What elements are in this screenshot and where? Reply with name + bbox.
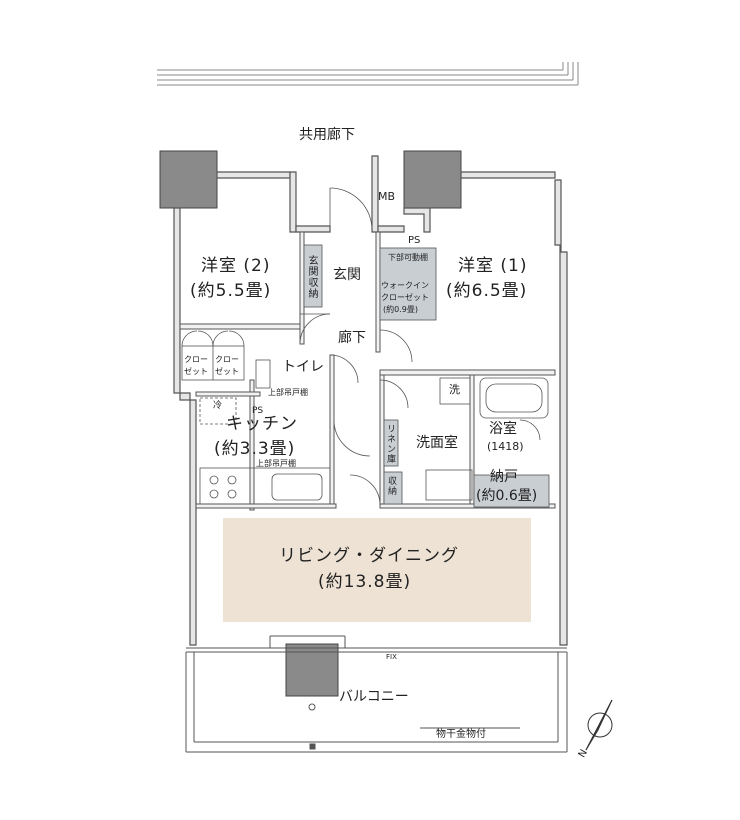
kitchen-counter [199,467,331,505]
roof-edge-lines [157,62,579,86]
door-swings [299,187,541,506]
kitchen-name: キッチン [226,414,298,434]
column-top-right [403,150,462,209]
storage-areas [303,244,550,508]
entrance-storage-area [303,244,323,308]
small-storage-area [383,471,403,505]
fridge-box [199,397,237,425]
mb-label: MB [378,190,396,203]
room1-name: 洋室 (1) [458,256,528,276]
walkin-label-1: ウォークイン [381,281,429,290]
nando-area [473,474,550,508]
washroom-label: 洗面室 [416,435,458,451]
toilet-label: トイレ [282,359,324,375]
window-line [186,635,567,653]
column-balcony [285,643,339,697]
washer-box [439,377,471,405]
walkin-size-label: (約0.9畳) [383,305,418,314]
room2-size: (約5.5畳) [190,281,272,301]
sink [271,473,323,501]
dryer-label: 物干金物付 [436,729,486,740]
outer-walls [173,155,568,646]
linen-storage-area [383,419,399,467]
entrance-label: 玄関 [333,267,361,283]
bath-size: (1418) [487,440,524,453]
washer-label: 洗 [449,383,460,396]
toilet-fixture [255,359,271,389]
room2-closets [181,330,245,381]
upper-shelf-kitchen-label: 上部吊戸棚 [256,459,296,468]
bath-name: 浴室 [489,421,517,437]
ps-top-label: PS [408,235,421,246]
north-compass [585,699,613,751]
balcony-outline [185,652,568,753]
small-storage-label: 収納 [386,476,396,496]
closet-a-label-1: クロー [184,355,208,364]
bathtub [479,377,549,419]
interior-walls [179,231,556,511]
kitchen-size: (約3.3畳) [214,439,296,459]
room2-name: 洋室 (2) [201,256,271,276]
fridge-label: 冷 [213,401,223,411]
wash-basin [425,469,473,501]
common-corridor-label: 共用廊下 [299,127,355,143]
linen-label: リネン庫 [385,424,395,464]
entrance-storage-label: 玄関収納 [306,255,317,299]
balcony-label: バルコニー [339,689,409,705]
lower-shelf-label: 下部可動棚 [388,253,428,262]
walkin-closet-area [379,247,437,321]
living-name: リビング・ダイニング [279,546,459,566]
closet-b-label-1: クロー [215,355,239,364]
nando-name: 納戸 [490,469,518,485]
structural-columns [159,150,462,697]
living-size: (約13.8畳) [318,572,412,592]
living-dining-area [223,518,531,622]
room1-size: (約6.5畳) [446,281,528,301]
fix-label: FIX [386,653,397,661]
closet-b-label-2: ゼット [215,367,239,376]
upper-shelf-toilet-label: 上部吊戸棚 [268,388,308,397]
walkin-label-2: クローゼット [381,293,429,302]
column-top-left [159,150,218,209]
ps-kitchen-label: PS [252,406,264,416]
hallway-label: 廊下 [338,330,366,346]
closet-a-label-2: ゼット [184,367,208,376]
fixtures [199,359,549,505]
nando-size: (約0.6畳) [476,488,538,504]
